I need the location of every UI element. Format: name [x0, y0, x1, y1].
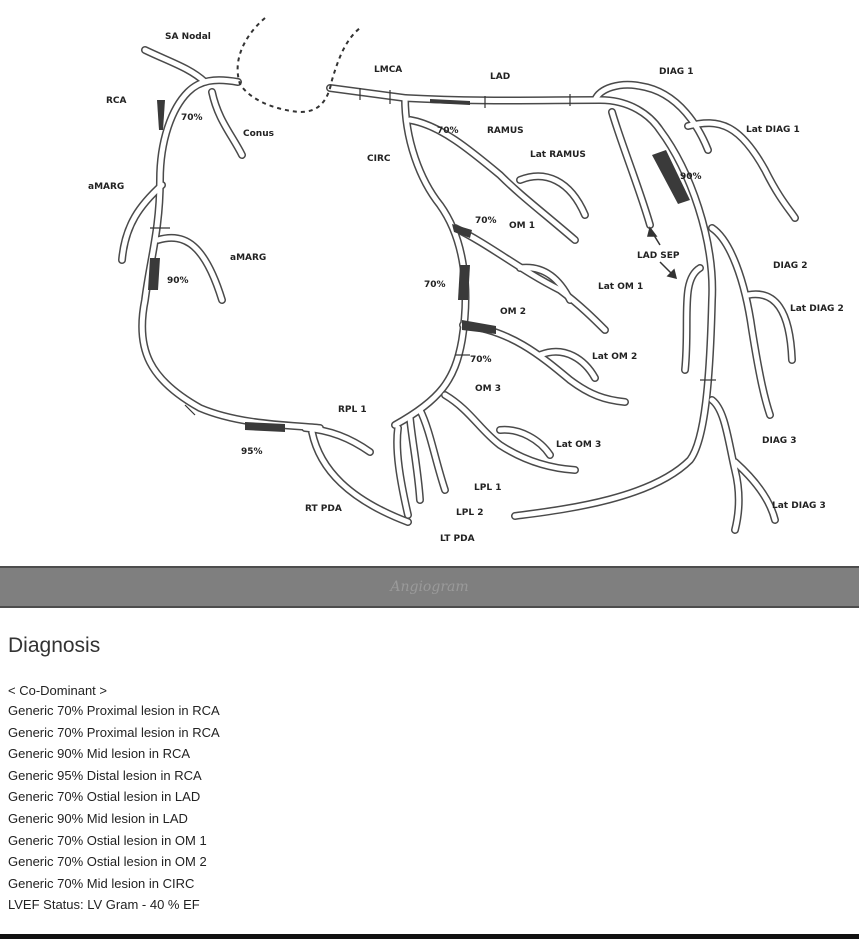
label-lat-om2: Lat OM 2 [592, 352, 637, 362]
label-lat-diag2: Lat DIAG 2 [790, 304, 844, 314]
label-amarg1: aMARG [88, 182, 124, 192]
finding-item: Generic 70% Ostial lesion in OM 2 [8, 851, 220, 873]
label-circ: CIRC [367, 154, 391, 164]
label-rt-pda: RT PDA [305, 504, 342, 514]
label-lat-diag1: Lat DIAG 1 [746, 125, 800, 135]
lesion-label-rca-mid: 90% [167, 276, 189, 286]
banner-text: Angiogram [390, 579, 468, 595]
bottom-divider [0, 934, 859, 939]
lesion-label-om2-ostial: 70% [470, 355, 492, 365]
label-diag3: DIAG 3 [762, 436, 797, 446]
vessel-tree [122, 50, 795, 530]
label-sa-nodal: SA Nodal [165, 32, 211, 42]
label-rca: RCA [106, 96, 127, 106]
label-lat-om1: Lat OM 1 [598, 282, 643, 292]
label-amarg2: aMARG [230, 253, 266, 263]
label-om3: OM 3 [475, 384, 501, 394]
label-lad: LAD [490, 72, 510, 82]
finding-item: Generic 70% Proximal lesion in RCA [8, 700, 220, 722]
lvef-status: LVEF Status: LV Gram - 40 % EF [8, 894, 220, 916]
label-lt-pda: LT PDA [440, 534, 475, 544]
finding-item: Generic 70% Ostial lesion in OM 1 [8, 830, 220, 852]
lesion-label-om1-ostial: 70% [475, 216, 497, 226]
section-banner: Angiogram [0, 566, 859, 608]
finding-item: Generic 70% Mid lesion in CIRC [8, 873, 220, 895]
lesion-label-circ-mid: 70% [424, 280, 446, 290]
label-lat-om3: Lat OM 3 [556, 440, 601, 450]
label-lad-sep: LAD SEP [637, 251, 680, 261]
label-diag1: DIAG 1 [659, 67, 694, 77]
lesion-markers [148, 99, 690, 432]
label-ramus: RAMUS [487, 126, 524, 136]
label-lat-ramus: Lat RAMUS [530, 150, 586, 160]
label-om1: OM 1 [509, 221, 535, 231]
label-rpl1: RPL 1 [338, 405, 367, 415]
finding-item: Generic 70% Ostial lesion in LAD [8, 786, 220, 808]
label-lmca: LMCA [374, 65, 402, 75]
lesion-circ-mid [458, 265, 470, 300]
label-lpl1: LPL 1 [474, 483, 501, 493]
label-lpl2: LPL 2 [456, 508, 483, 518]
label-lat-diag3: Lat DIAG 3 [772, 501, 826, 511]
aortic-root-outline [238, 18, 360, 112]
dominance-status: < Co-Dominant > [8, 683, 107, 698]
coronary-artery-diagram: SA Nodal LMCA LAD DIAG 1 RCA Conus RAMUS… [0, 0, 859, 560]
lesion-label-rca-proximal: 70% [181, 113, 203, 123]
finding-item: Generic 95% Distal lesion in RCA [8, 765, 220, 787]
label-diag2: DIAG 2 [773, 261, 808, 271]
finding-item: Generic 70% Proximal lesion in RCA [8, 722, 220, 744]
finding-item: Generic 90% Mid lesion in LAD [8, 808, 220, 830]
findings-list: Generic 70% Proximal lesion in RCA Gener… [8, 700, 220, 916]
lesion-rca-mid [148, 258, 160, 290]
label-om2: OM 2 [500, 307, 526, 317]
lesion-label-rca-distal: 95% [241, 447, 263, 457]
label-conus: Conus [243, 129, 274, 139]
diagnosis-title: Diagnosis [8, 634, 100, 658]
finding-item: Generic 90% Mid lesion in RCA [8, 743, 220, 765]
lesion-rca-proximal [157, 100, 165, 130]
lesion-label-lad-ostial: 70% [437, 126, 459, 136]
lesion-label-lad-mid: 90% [680, 172, 702, 182]
